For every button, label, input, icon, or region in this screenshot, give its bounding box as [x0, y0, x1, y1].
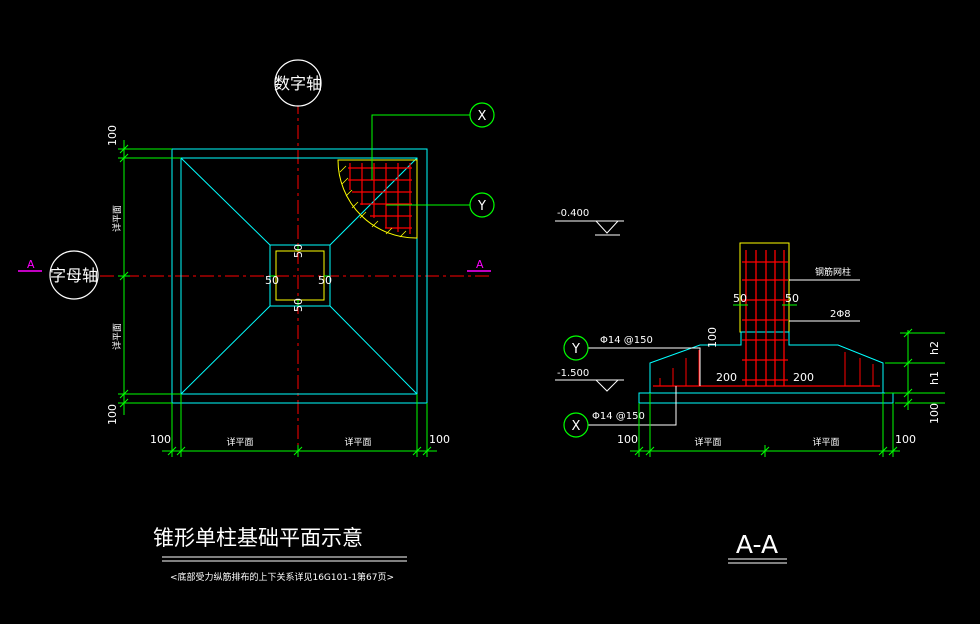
section-mark-left: A	[27, 258, 35, 271]
axis-left-bubble	[49, 250, 99, 300]
axis-top-label: 数字轴	[274, 74, 322, 93]
section-axis-y-label: Y	[571, 342, 580, 357]
section-rebar-dots	[659, 350, 874, 386]
section-dim-200-left: 200	[716, 371, 737, 384]
section-dim-100-right: 100	[928, 403, 941, 424]
section-dim-h2: h2	[928, 341, 941, 355]
section-axis-x-bubble	[563, 412, 589, 438]
pedestal-dim-50-left: 50	[265, 274, 279, 287]
section-bedding	[638, 392, 894, 404]
elev-top-triangle	[595, 220, 619, 234]
section-rebar-y: Φ14 @150	[600, 335, 653, 346]
section-axis-y-bubble	[563, 335, 589, 361]
axis-x-label: X	[478, 109, 487, 124]
section-dim-200-right: 200	[793, 371, 814, 384]
diagonal-br	[329, 305, 418, 395]
section-axis-x-label: X	[572, 419, 581, 434]
section-column-label: 钢筋网柱	[815, 266, 851, 278]
foundation-plan: X Y 数字轴 字母轴 A A 100 100 详平面 详平面	[18, 59, 495, 583]
axis-top-bubble	[274, 59, 322, 107]
plan-dim-detail-left: 详平面	[226, 436, 253, 448]
plan-title: 锥形单柱基础平面示意	[153, 526, 363, 550]
rebar-grid	[348, 163, 412, 234]
leader-y-section	[588, 347, 701, 386]
leader-x-section	[588, 386, 677, 426]
elev-top-label: -0.400	[557, 208, 589, 219]
footing-slope-edge	[180, 157, 418, 395]
plan-dim-100-left: 100	[150, 433, 171, 446]
plan-dim-detail-lower: 详平面	[111, 323, 123, 350]
section-dim-horizontal	[630, 393, 900, 457]
elev-bottom-triangle	[595, 379, 619, 392]
section-dim-detail-right: 详平面	[812, 436, 839, 448]
plan-dim-detail-right: 详平面	[344, 436, 371, 448]
axis-x-bubble	[469, 102, 495, 128]
plan-dim-100-right: 100	[429, 433, 450, 446]
section-column-rebar	[742, 250, 788, 386]
elev-bottom-label: -1.500	[557, 368, 589, 379]
plan-dim-100-bottom: 100	[106, 404, 119, 425]
section-dim-100-left: 100	[617, 433, 638, 446]
section-dim-50-left: 50	[733, 292, 747, 305]
plan-dim-vertical	[118, 140, 181, 415]
diagonal-tl	[180, 157, 271, 246]
pedestal-dims	[270, 245, 330, 306]
section-dim-100-pedestal: 100	[706, 327, 719, 348]
section-column	[739, 242, 790, 333]
axis-y-bubble	[469, 192, 495, 218]
section-a-a: -0.400 -1.500	[555, 208, 945, 564]
plan-dim-100-top: 100	[106, 125, 119, 146]
section-title: A-A	[736, 530, 778, 559]
hatch-lines	[339, 165, 407, 238]
section-2phi8-label: 2Φ8	[830, 309, 851, 320]
section-dim-h1: h1	[928, 371, 941, 385]
pedestal-dim-50-right: 50	[318, 274, 332, 287]
section-dim-100-end: 100	[895, 433, 916, 446]
section-rebar-x: Φ14 @150	[592, 411, 645, 422]
plan-subtitle: <底部受力纵筋排布的上下关系详见16G101-1第67页>	[170, 571, 394, 583]
plan-dim-detail-upper: 详平面	[111, 205, 123, 232]
section-dim-vertical	[885, 328, 945, 410]
section-dim-detail-left: 详平面	[694, 436, 721, 448]
diagonal-bl	[180, 305, 271, 395]
rebar-detail-boundary	[337, 159, 418, 239]
plan-dim-horizontal	[162, 394, 437, 457]
section-mark-right: A	[476, 258, 484, 271]
footing-outline	[171, 148, 428, 404]
leader-x	[371, 114, 470, 180]
pedestal-dim-50-bottom: 50	[292, 298, 305, 312]
section-dim-50-right: 50	[785, 292, 799, 305]
pedestal-dim-50-top: 50	[292, 244, 305, 258]
axis-y-label: Y	[477, 199, 486, 214]
axis-left-label: 字母轴	[50, 266, 98, 285]
